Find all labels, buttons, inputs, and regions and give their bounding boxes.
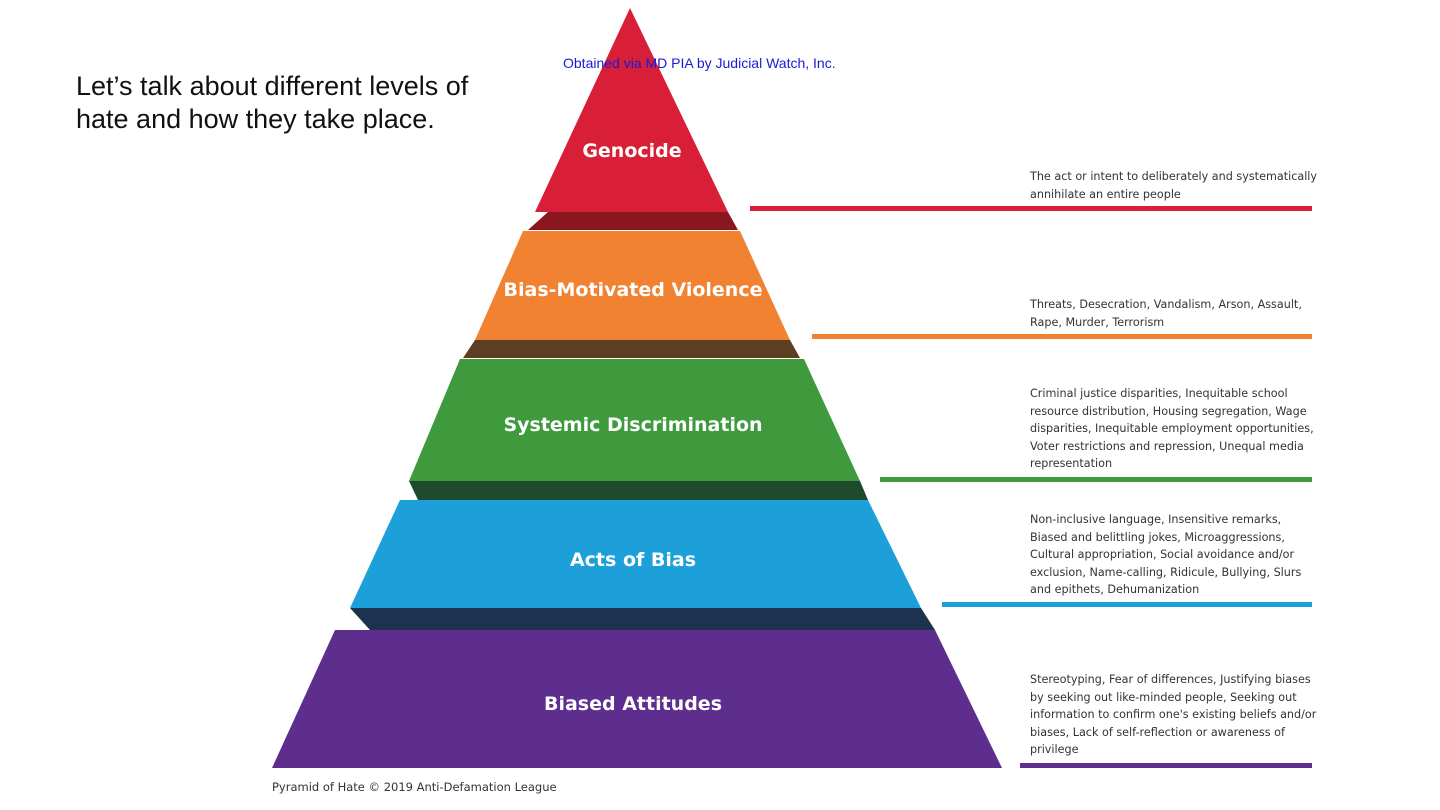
tier-systemic-discrimination-label: Systemic Discrimination	[503, 414, 762, 436]
tier-acts-of-bias: Acts of Bias	[350, 500, 1312, 630]
slide-heading: Let’s talk about different levels of hat…	[76, 71, 469, 134]
tier-acts-of-bias-shape	[350, 500, 921, 608]
tier-systemic-discrimination-shadow	[409, 481, 868, 500]
tier-systemic-discrimination-shape	[409, 359, 860, 481]
tier-genocide-shadow	[528, 212, 738, 230]
tier-genocide-shape	[535, 8, 728, 212]
tier-biased-attitudes-connector-line	[1020, 763, 1312, 768]
tier-bias-motivated-violence: Bias-Motivated Violence	[463, 231, 1312, 358]
tier-acts-of-bias-shadow	[350, 608, 935, 630]
tier-acts-of-bias-label: Acts of Bias	[570, 549, 696, 571]
tier-biased-attitudes-label: Biased Attitudes	[544, 693, 722, 715]
tier-acts-of-bias-connector-line	[942, 602, 1312, 607]
tier-biased-attitudes-description: Stereotyping, Fear of differences, Justi…	[1030, 673, 1317, 757]
tier-bias-motivated-violence-shape	[475, 231, 790, 340]
tier-biased-attitudes-shape	[272, 630, 1002, 768]
tier-systemic-discrimination: Systemic Discrimination	[409, 359, 1312, 500]
tier-genocide: Genocide	[528, 8, 1312, 230]
tier-systemic-discrimination-connector-line	[880, 477, 1312, 482]
tier-systemic-discrimination-description: Criminal justice disparities, Inequitabl…	[1030, 387, 1314, 471]
copyright-credit: Pyramid of Hate © 2019 Anti-Defamation L…	[272, 780, 557, 794]
tier-bias-motivated-violence-connector-line	[812, 334, 1312, 339]
tier-bias-motivated-violence-shadow	[463, 340, 800, 358]
tier-genocide-connector-line	[750, 206, 1312, 211]
watermark-text: Obtained via MD PIA by Judicial Watch, I…	[563, 55, 836, 71]
tier-acts-of-bias-description: Non-inclusive language, Insensitive rema…	[1030, 513, 1302, 597]
tier-genocide-label: Genocide	[582, 140, 681, 162]
tier-biased-attitudes: Biased Attitudes	[272, 630, 1312, 768]
tier-bias-motivated-violence-description: Threats, Desecration, Vandalism, Arson, …	[1030, 298, 1302, 329]
tier-genocide-description: The act or intent to deliberately and sy…	[1030, 170, 1318, 201]
tier-bias-motivated-violence-label: Bias-Motivated Violence	[504, 279, 763, 301]
